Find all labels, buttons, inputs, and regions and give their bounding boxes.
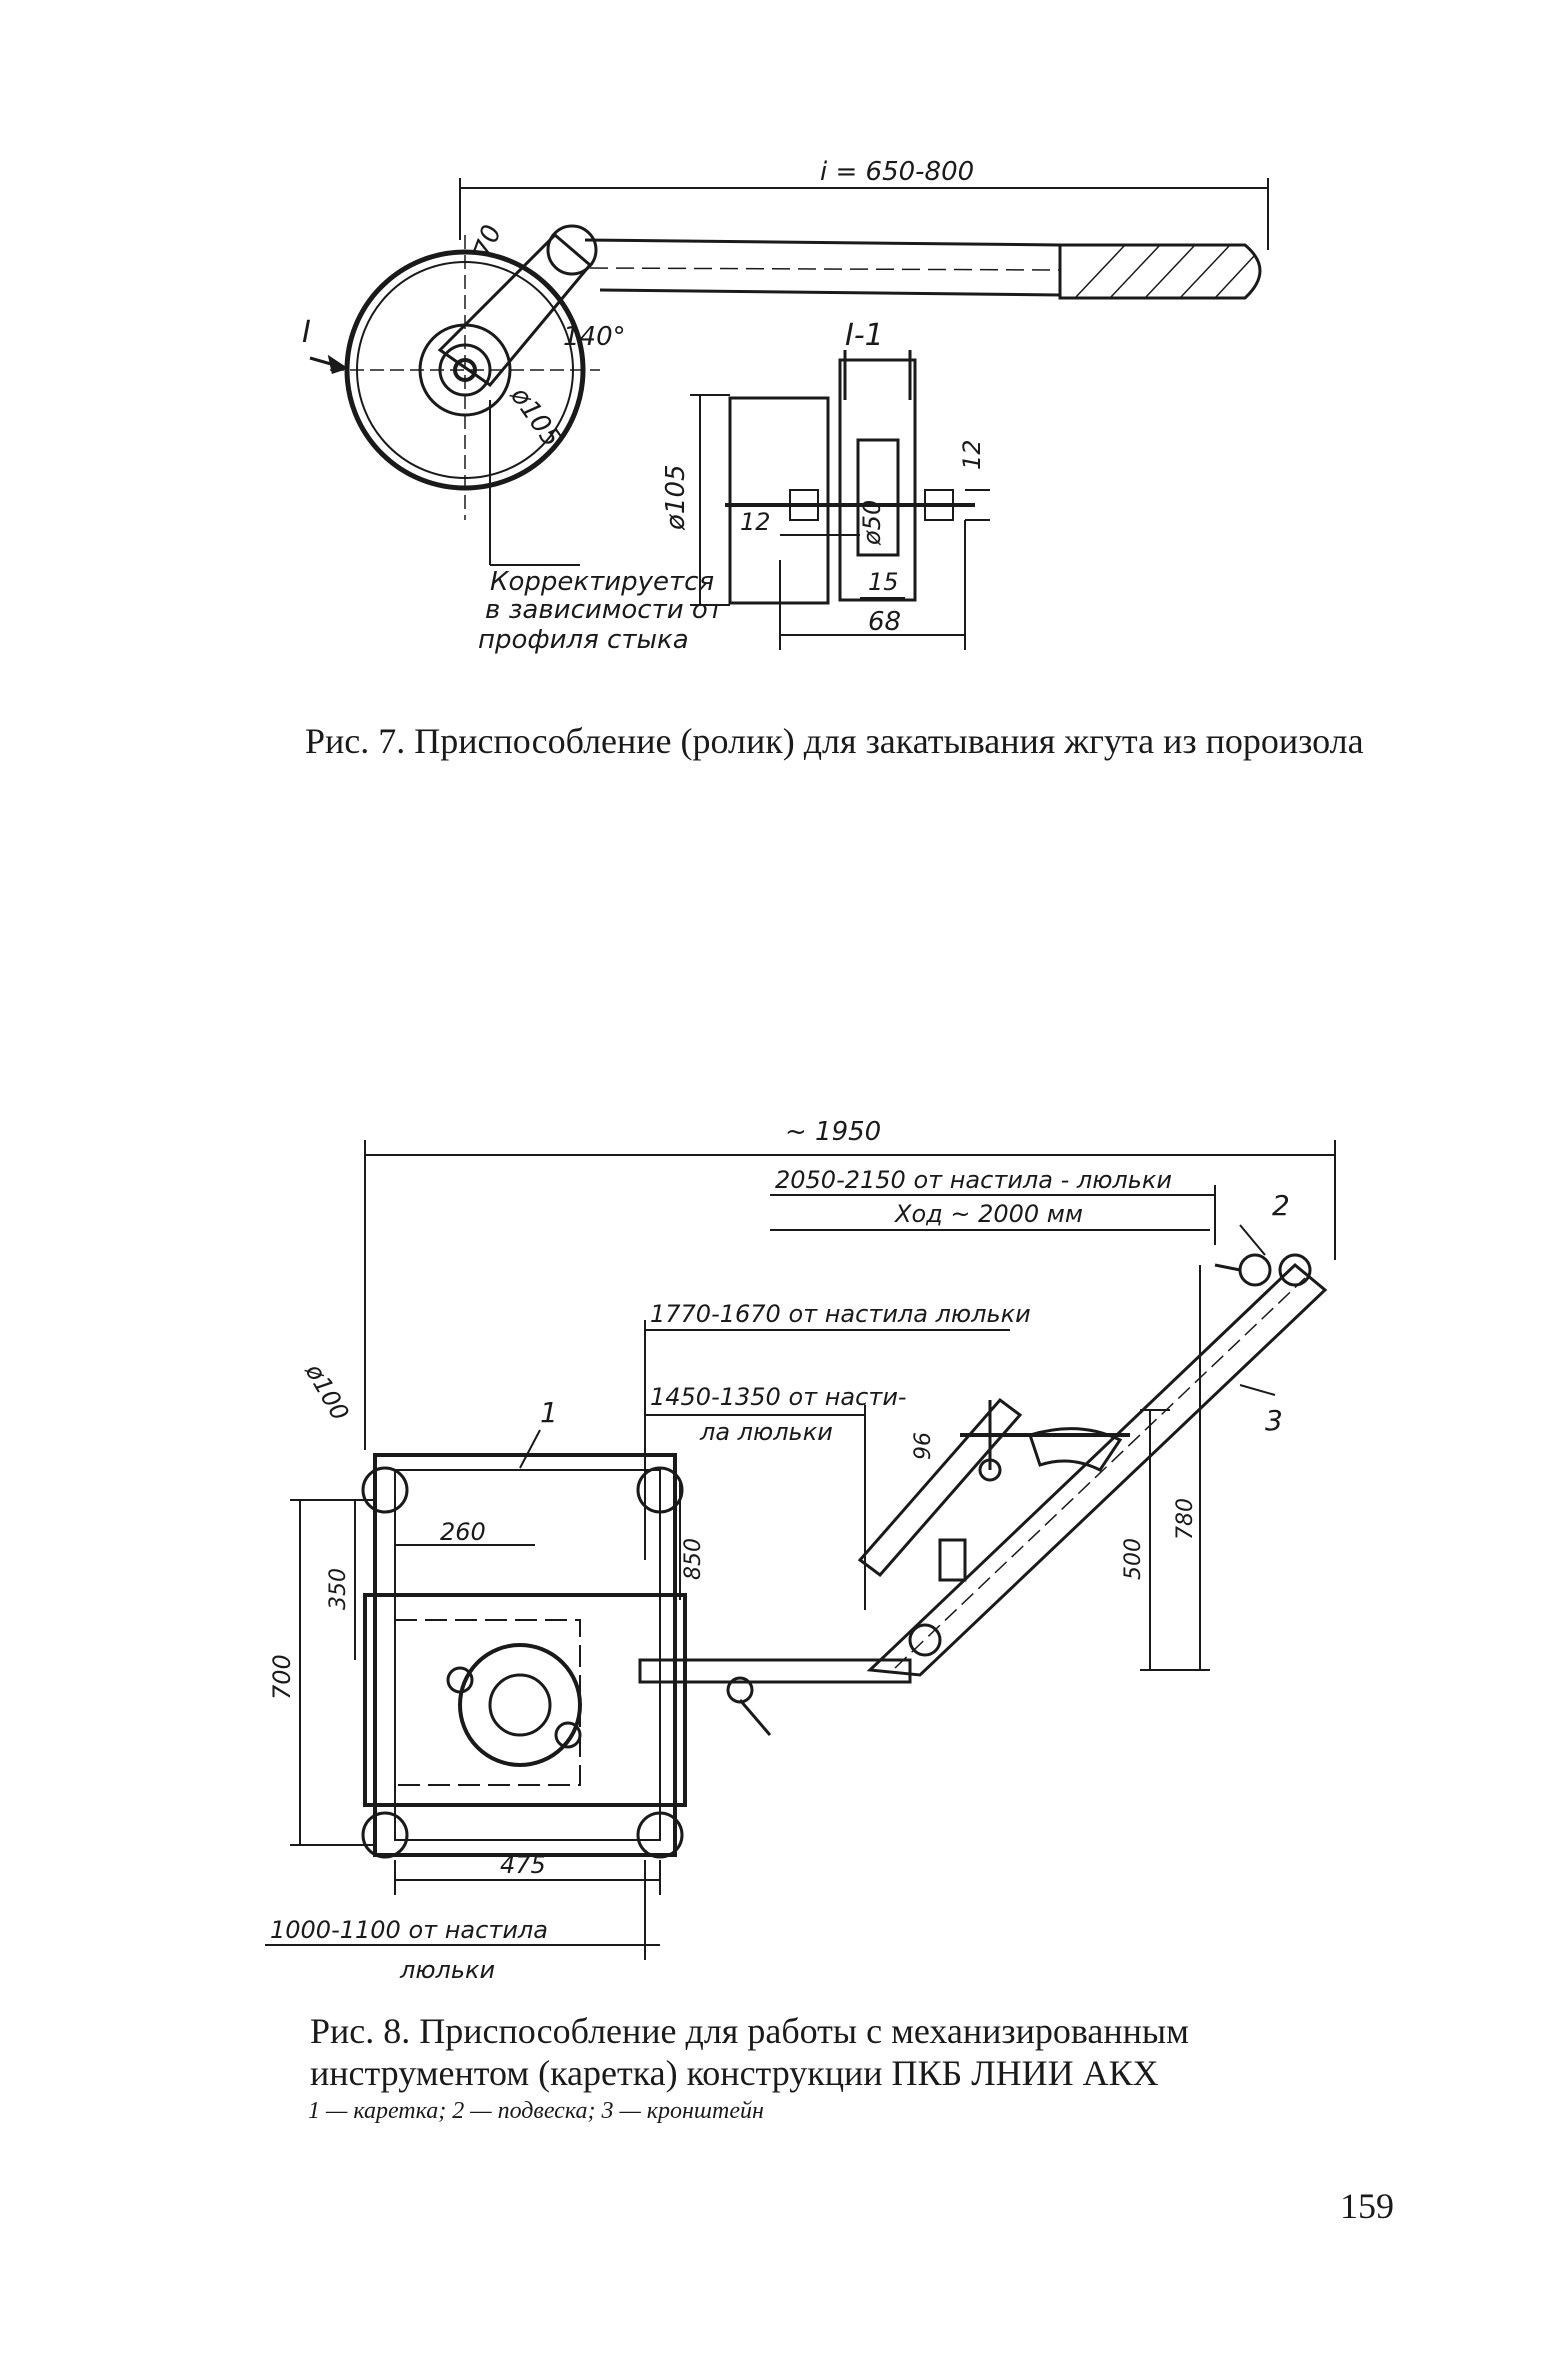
fig7-length-dim: i = 650-800 <box>820 157 974 187</box>
fig7-section-12a: 12 <box>740 508 771 536</box>
fig8-total-dim: ~ 1950 <box>785 1117 881 1147</box>
fig8-dim-475: 475 <box>500 1851 546 1879</box>
fig7-note-line1: Корректируется <box>490 567 714 597</box>
fig8-part-label-3: 3 <box>1265 1404 1283 1437</box>
fig7-arrow-label: I <box>302 315 311 350</box>
fig8-dim-500: 500 <box>1121 1538 1146 1580</box>
fig8-height2-dim: 1770-1670 от настила люльки <box>650 1300 1031 1328</box>
fig8-height3-line2: ла люльки <box>699 1418 833 1446</box>
page-number: 159 <box>1340 2186 1394 2226</box>
fig8-part-label-2: 2 <box>1272 1189 1290 1222</box>
fig8-dim-d100: ø100 <box>299 1358 354 1425</box>
fig7-diameter-dim: ø105 <box>504 381 567 453</box>
fig7-roller-drawing <box>309 178 1269 650</box>
fig8-dim-850: 850 <box>681 1538 706 1580</box>
fig8-dim-96: 96 <box>911 1432 936 1460</box>
fig8-caption: Рис. 8. Приспособление для работы с меха… <box>310 2011 1189 2093</box>
fig7-note-line2: в зависимости от <box>485 595 724 625</box>
fig7-note-line3: профиля стыка <box>478 625 689 655</box>
fig8-height1-dim: 2050-2150 от настила - люльки <box>775 1166 1172 1194</box>
fig8-height4-line2: люльки <box>399 1956 495 1984</box>
fig7-angle-dim: 140° <box>563 322 626 352</box>
fig8-height3-line1: 1450-1350 от насти- <box>650 1383 907 1411</box>
fig8-dim-700: 700 <box>268 1654 296 1700</box>
fig7-caption: Рис. 7. Приспособление (ролик) для закат… <box>305 721 1364 761</box>
fig8-part-label-1: 1 <box>540 1396 558 1429</box>
fig7-section-15: 15 <box>868 568 899 596</box>
fig8-height4-line1: 1000-1100 от настила <box>270 1916 548 1944</box>
fig7-section-label: I-1 <box>845 318 884 353</box>
fig7-section-d50: ø50 <box>858 500 886 546</box>
fig7-section-d105: ø105 <box>661 464 691 531</box>
fig7-section-12b: 12 <box>958 439 986 470</box>
fig8-dim-350: 350 <box>326 1568 351 1610</box>
fig8-carriage-drawing <box>265 1140 1336 1960</box>
fig8-dim-780: 780 <box>1173 1498 1198 1540</box>
fig8-stroke-dim: Ход ~ 2000 мм <box>893 1200 1083 1228</box>
fig8-dim-260: 260 <box>440 1518 486 1546</box>
fig7-section-68: 68 <box>868 607 901 637</box>
fig8-legend: 1 — каретка; 2 — подвеска; 3 — кронштейн <box>308 2098 764 2124</box>
